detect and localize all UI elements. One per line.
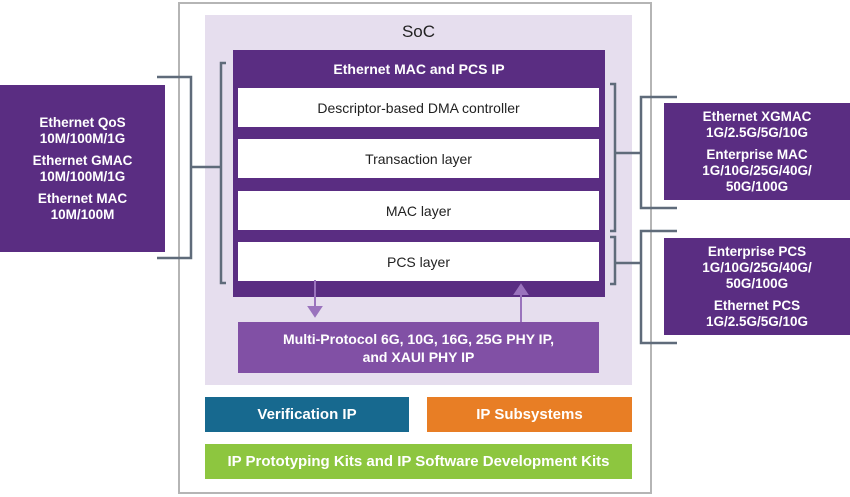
left-outer-bracket <box>157 75 193 260</box>
ethernet-gmac-label: Ethernet GMAC 10M/100M/1G <box>32 152 133 184</box>
layer-dma-controller: Descriptor-based DMA controller <box>238 88 599 127</box>
right-top-mac-box: Ethernet XGMAC 1G/2.5G/5G/10G Enterprise… <box>664 103 850 200</box>
ethernet-pcs-label: Ethernet PCS 1G/2.5G/5G/10G <box>705 297 809 329</box>
soc-title: SoC <box>401 22 436 41</box>
layer-mac: MAC layer <box>238 191 599 230</box>
enterprise-pcs-label: Enterprise PCS 1G/10G/25G/40G/ 50G/100G <box>702 243 812 291</box>
prototyping-kits-block: IP Prototyping Kits and IP Software Deve… <box>205 444 632 479</box>
left-inner-bracket <box>219 61 226 285</box>
ethernet-ip-title: Ethernet MAC and PCS IP <box>333 61 505 77</box>
ip-subsystems-block: IP Subsystems <box>427 397 632 432</box>
right-bottom-pcs-box: Enterprise PCS 1G/10G/25G/40G/ 50G/100G … <box>664 238 850 335</box>
layer-transaction: Transaction layer <box>238 139 599 178</box>
up-arrow-icon <box>513 283 529 295</box>
ethernet-qos-label: Ethernet QoS 10M/100M/1G <box>39 114 126 146</box>
right-outer-bracket-top <box>639 95 677 210</box>
layer-pcs: PCS layer <box>238 242 599 281</box>
ethernet-xgmac-label: Ethernet XGMAC 1G/2.5G/5G/10G <box>702 108 812 140</box>
down-arrow-icon <box>307 306 323 318</box>
right-inner-bracket-bottom <box>610 235 617 286</box>
ethernet-mac-label: Ethernet MAC 10M/100M <box>37 190 128 222</box>
left-mac-box: Ethernet QoS 10M/100M/1G Ethernet GMAC 1… <box>0 85 165 252</box>
verification-ip-block: Verification IP <box>205 397 409 432</box>
phy-ip-block: Multi-Protocol 6G, 10G, 16G, 25G PHY IP,… <box>238 322 599 373</box>
right-outer-bracket-bottom <box>639 229 677 345</box>
enterprise-mac-label: Enterprise MAC 1G/10G/25G/40G/ 50G/100G <box>702 146 812 194</box>
phy-ip-label: Multi-Protocol 6G, 10G, 16G, 25G PHY IP,… <box>282 330 554 365</box>
right-inner-bracket-top <box>610 82 617 233</box>
